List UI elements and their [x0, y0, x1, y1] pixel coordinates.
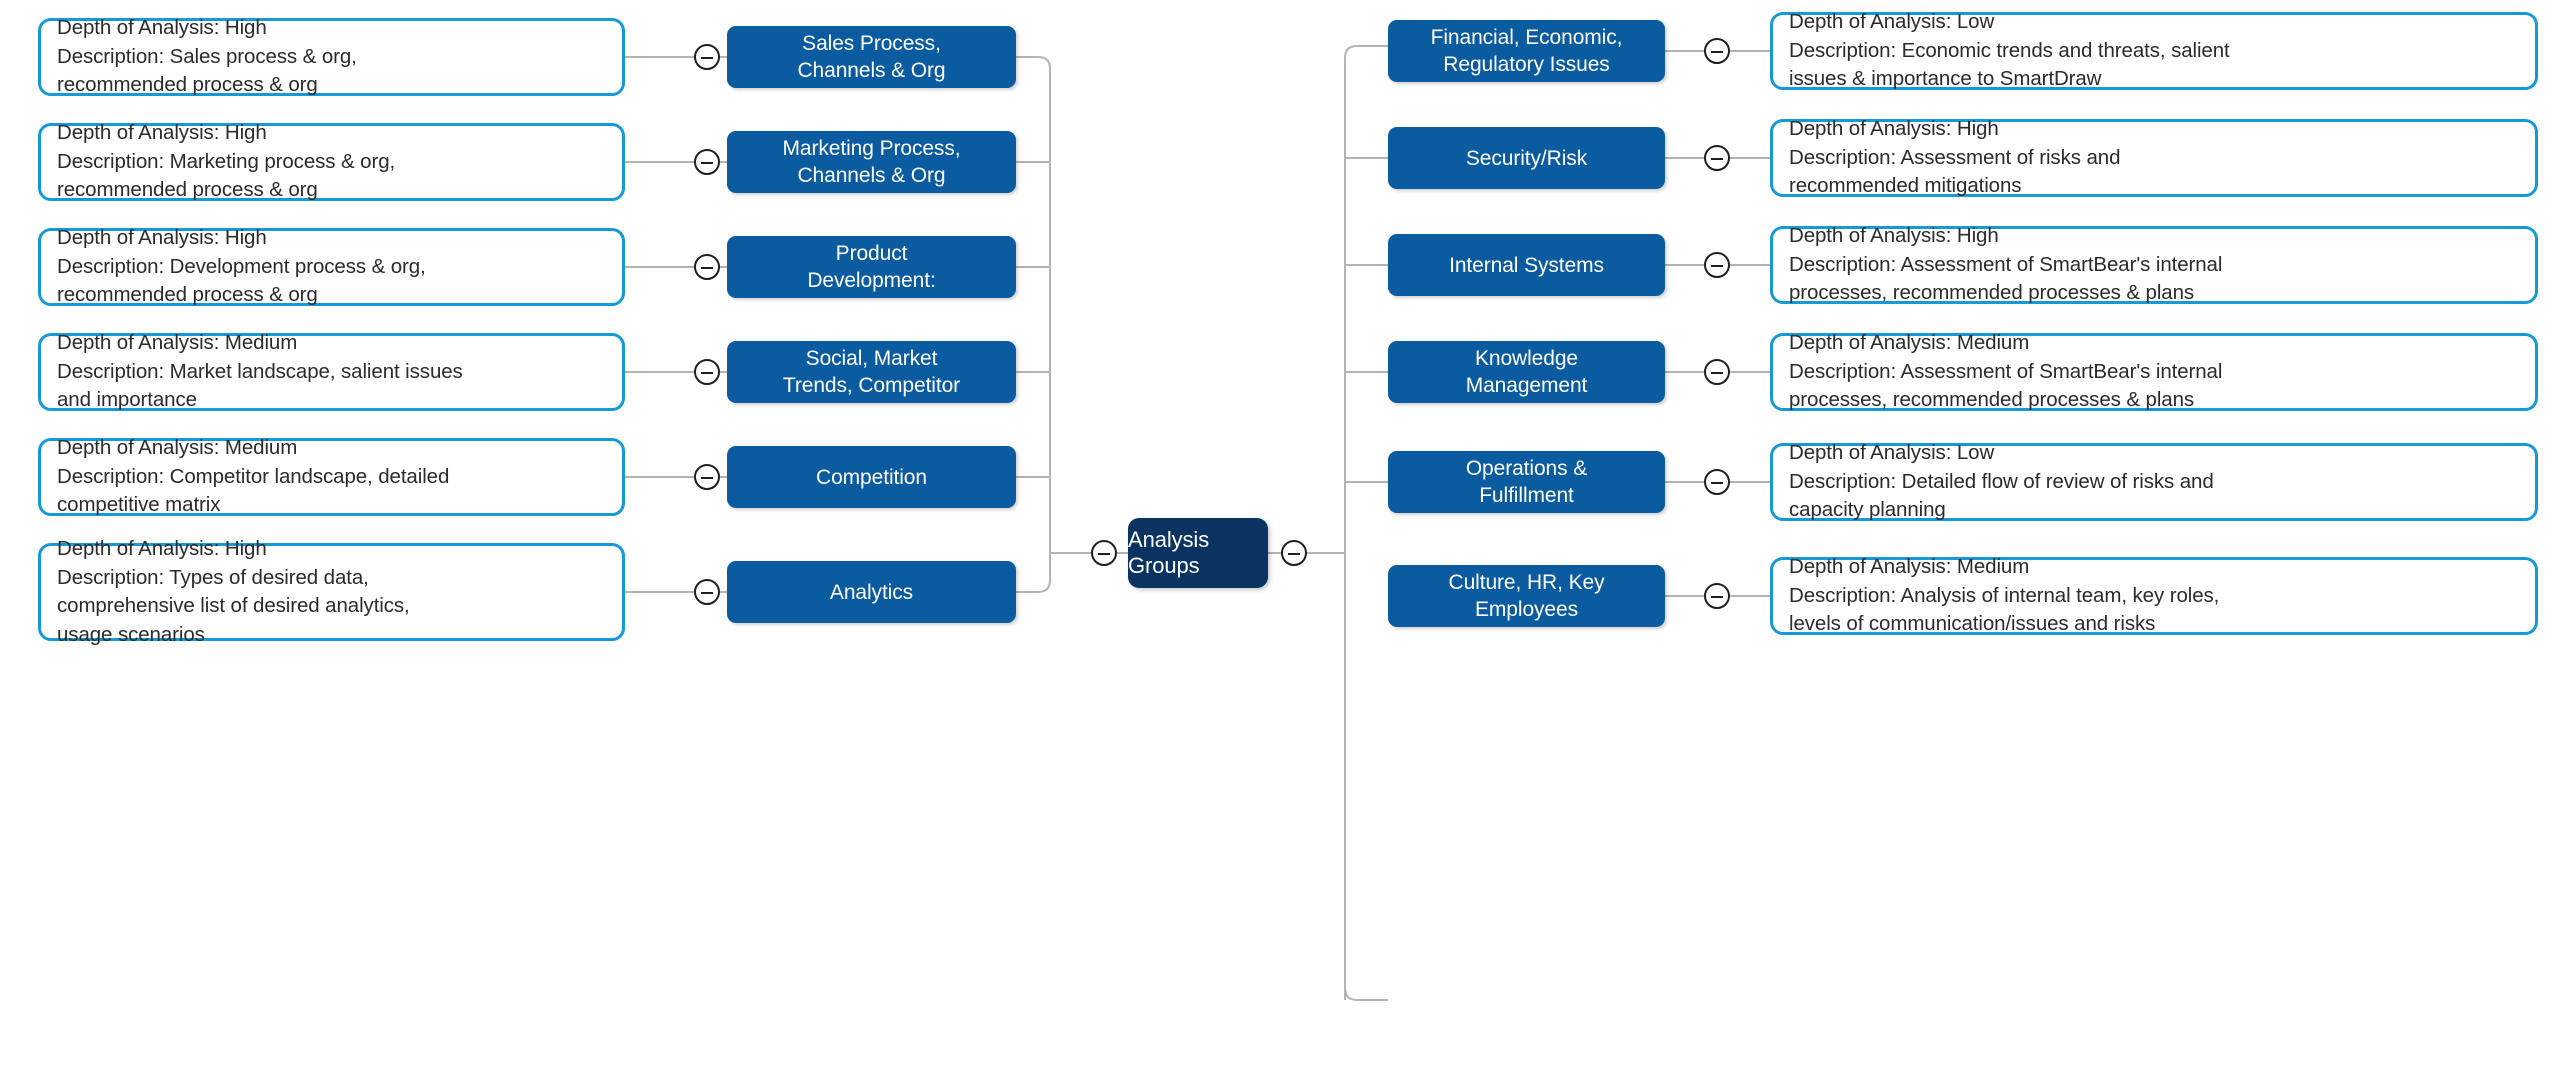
left-topic-box-1[interactable]: Sales Process, Channels & Org: [727, 26, 1016, 88]
description-text: Depth of Analysis: High Description: Sal…: [57, 16, 357, 97]
right-topic-box-1[interactable]: Financial, Economic, Regulatory Issues: [1388, 20, 1665, 82]
minus-circle-icon[interactable]: [694, 579, 720, 605]
description-text: Depth of Analysis: High Description: Dev…: [57, 226, 426, 307]
description-text: Depth of Analysis: Medium Description: A…: [1789, 331, 2223, 412]
description-text: Depth of Analysis: Medium Description: M…: [57, 331, 463, 412]
minus-circle-icon[interactable]: [694, 359, 720, 385]
description-text: Depth of Analysis: Low Description: Econ…: [1789, 10, 2230, 91]
topic-label: Internal Systems: [1449, 253, 1604, 277]
left-description-box-4[interactable]: Depth of Analysis: Medium Description: M…: [38, 331, 625, 411]
left-topic-box-2[interactable]: Marketing Process, Channels & Org: [727, 131, 1016, 193]
topic-label: Marketing Process, Channels & Org: [782, 137, 961, 187]
topic-label: Financial, Economic, Regulatory Issues: [1430, 26, 1623, 76]
description-text: Depth of Analysis: Low Description: Deta…: [1789, 441, 2214, 522]
topic-label: Sales Process, Channels & Org: [797, 32, 946, 82]
right-description-box-1[interactable]: Depth of Analysis: Low Description: Econ…: [1770, 10, 2538, 90]
minus-circle-icon[interactable]: [694, 464, 720, 490]
right-description-box-6[interactable]: Depth of Analysis: Medium Description: A…: [1770, 555, 2538, 635]
minus-circle-icon-root-right[interactable]: [1281, 540, 1307, 566]
description-text: Depth of Analysis: High Description: Mar…: [57, 121, 396, 202]
topic-label: Knowledge Management: [1465, 347, 1588, 397]
right-description-box-2[interactable]: Depth of Analysis: High Description: Ass…: [1770, 117, 2538, 197]
topic-label: Competition: [816, 465, 927, 489]
right-description-box-3[interactable]: Depth of Analysis: High Description: Ass…: [1770, 224, 2538, 304]
right-topic-box-2[interactable]: Security/Risk: [1388, 127, 1665, 189]
topic-label: Product Development:: [807, 242, 936, 292]
root-node[interactable]: Analysis Groups: [1128, 518, 1268, 588]
minus-circle-icon[interactable]: [1704, 469, 1730, 495]
right-description-box-4[interactable]: Depth of Analysis: Medium Description: A…: [1770, 331, 2538, 411]
topic-label: Social, Market Trends, Competitor: [782, 347, 961, 397]
right-topic-box-5[interactable]: Operations & Fulfillment: [1388, 451, 1665, 513]
left-topic-box-5[interactable]: Competition: [727, 446, 1016, 508]
left-description-box-6[interactable]: Depth of Analysis: High Description: Typ…: [38, 537, 625, 646]
minus-circle-icon[interactable]: [694, 254, 720, 280]
topic-label: Culture, HR, Key Employees: [1448, 571, 1605, 621]
minus-circle-icon[interactable]: [1704, 145, 1730, 171]
minus-circle-icon[interactable]: [1704, 252, 1730, 278]
minus-circle-icon-root-left[interactable]: [1091, 540, 1117, 566]
description-text: Depth of Analysis: High Description: Typ…: [57, 537, 410, 646]
topic-label: Security/Risk: [1465, 146, 1588, 170]
topic-label: Analytics: [829, 580, 914, 604]
left-description-box-3[interactable]: Depth of Analysis: High Description: Dev…: [38, 226, 625, 306]
root-label: Analysis Groups: [1128, 527, 1210, 578]
left-topic-box-3[interactable]: Product Development:: [727, 236, 1016, 298]
topic-label: Operations & Fulfillment: [1465, 457, 1588, 507]
right-topic-box-6[interactable]: Culture, HR, Key Employees: [1388, 565, 1665, 627]
right-description-box-5[interactable]: Depth of Analysis: Low Description: Deta…: [1770, 441, 2538, 521]
minus-circle-icon[interactable]: [1704, 583, 1730, 609]
description-text: Depth of Analysis: High Description: Ass…: [1789, 117, 2121, 198]
minus-circle-icon[interactable]: [1704, 359, 1730, 385]
minus-circle-icon[interactable]: [694, 149, 720, 175]
description-text: Depth of Analysis: High Description: Ass…: [1789, 224, 2223, 305]
left-topic-box-6[interactable]: Analytics: [727, 561, 1016, 623]
left-description-box-2[interactable]: Depth of Analysis: High Description: Mar…: [38, 121, 625, 201]
left-description-box-5[interactable]: Depth of Analysis: Medium Description: C…: [38, 436, 625, 516]
right-topic-box-4[interactable]: Knowledge Management: [1388, 341, 1665, 403]
description-text: Depth of Analysis: Medium Description: C…: [57, 436, 450, 517]
left-description-box-1[interactable]: Depth of Analysis: High Description: Sal…: [38, 16, 625, 96]
description-text: Depth of Analysis: Medium Description: A…: [1789, 555, 2220, 636]
left-topic-box-4[interactable]: Social, Market Trends, Competitor: [727, 341, 1016, 403]
minus-circle-icon[interactable]: [694, 44, 720, 70]
minus-circle-icon[interactable]: [1704, 38, 1730, 64]
right-topic-box-3[interactable]: Internal Systems: [1388, 234, 1665, 296]
